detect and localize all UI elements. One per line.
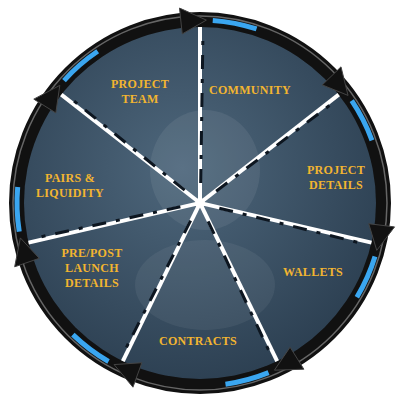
segment-label: PROJECT TEAM	[105, 77, 175, 107]
segment-label: PAIRS & LIQUIDITY	[35, 171, 105, 201]
cycle-arrowhead	[114, 363, 142, 387]
spoke-shadow	[201, 37, 203, 183]
cycle-arrowhead	[369, 224, 395, 251]
cycle-arrowhead	[322, 67, 348, 96]
spoke	[29, 204, 197, 243]
segment-label: PRE/POST LAUNCH DETAILS	[57, 246, 127, 291]
spoke-shadow	[219, 208, 361, 243]
wheel-segment: WALLETS	[273, 265, 353, 280]
segment-label: WALLETS	[273, 265, 353, 280]
ring-accent	[225, 373, 268, 385]
ring-accent	[17, 187, 19, 232]
ring-accent	[64, 51, 98, 80]
hub	[195, 198, 205, 208]
cycle-arrowhead	[180, 8, 207, 34]
wheel-segment: PROJECT TEAM	[105, 77, 175, 107]
ring-accent	[352, 101, 372, 141]
segment-label: CONTRACTS	[153, 334, 243, 349]
wheel-segment: PRE/POST LAUNCH DETAILS	[57, 246, 127, 291]
wheel-segment: PAIRS & LIQUIDITY	[35, 171, 105, 201]
cycle-arrowhead	[15, 238, 40, 267]
ring-accent	[213, 20, 257, 29]
wheel-segment: PROJECT DETAILS	[301, 163, 371, 193]
wheel-disc	[24, 27, 376, 379]
cycle-arrowhead	[34, 85, 60, 113]
outer-ring	[13, 8, 395, 390]
ring-highlight	[13, 16, 387, 390]
ring-accent	[357, 257, 375, 298]
spoke-shadow	[208, 221, 270, 353]
spoke	[198, 27, 202, 199]
wheel-segment: COMMUNITY	[207, 83, 293, 98]
segment-label: PROJECT DETAILS	[301, 163, 371, 193]
cycle-arrowhead	[274, 347, 303, 370]
spoke	[204, 204, 372, 243]
ring-band	[17, 20, 383, 386]
spoke-shadow	[125, 221, 191, 351]
spoke-shadow	[38, 207, 181, 238]
wheel-segment: CONTRACTS	[153, 334, 243, 349]
segment-label: COMMUNITY	[207, 83, 293, 98]
ring-accent	[73, 335, 109, 362]
